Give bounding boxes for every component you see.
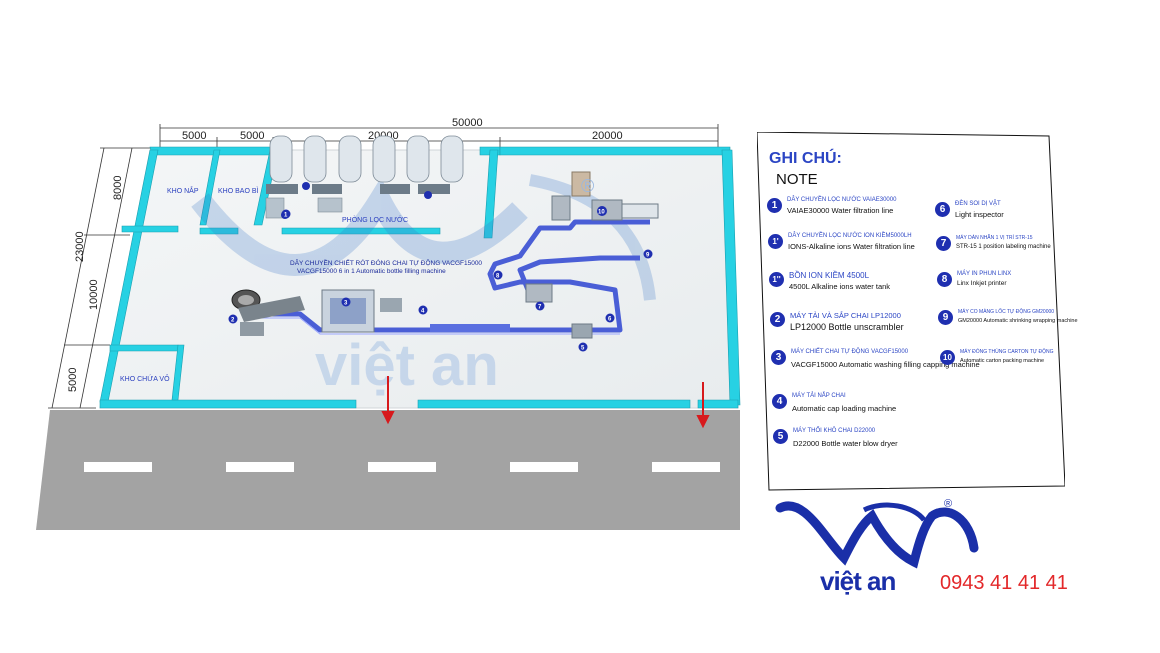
legend-label-vi: MÁY ĐÓNG THÙNG CARTON TỰ ĐỘNG: [960, 349, 1054, 355]
legend-label-en: D22000 Bottle water blow dryer: [793, 439, 898, 448]
legend-number: 1'': [769, 272, 784, 287]
bottle-unscrambler: [231, 289, 305, 336]
svg-text:6: 6: [608, 317, 612, 323]
brand-registered-mark: ®: [944, 498, 953, 510]
legend-label-en: 4500L Alkaline ions water tank: [789, 282, 891, 291]
dim-side-seg-2: 10000: [88, 279, 100, 310]
svg-text:1: 1: [284, 213, 288, 219]
svg-text:2: 2: [231, 318, 235, 324]
dim-side-seg-3: 5000: [67, 368, 79, 392]
legend-label-en: Automatic cap loading machine: [792, 404, 897, 413]
legend-number: 10: [940, 350, 955, 365]
legend-label-vi: MÁY CO MÀNG LỐC TỰ ĐỘNG GM20000: [958, 309, 1055, 315]
svg-text:3: 3: [344, 301, 348, 307]
legend-label-en: GM20000 Automatic shrinking wrapping mac…: [958, 318, 1078, 324]
legend-label-vi: MÁY CHIẾT CHAI TỰ ĐỘNG VACGF15000: [791, 349, 909, 355]
road-markings: [84, 462, 720, 472]
legend-label-vi: MÁY TẢI VÀ SẮP CHAI LP12000: [790, 311, 901, 320]
legend-label-en: Linx Inkjet printer: [957, 280, 1007, 287]
legend-number: 6: [935, 202, 950, 217]
legend-number: 4: [772, 394, 787, 409]
legend-number: 7: [936, 236, 951, 251]
filling-line-label-vi: DÂY CHUYỀN CHIẾT RÓT ĐÓNG CHAI TỰ ĐỘNG V…: [290, 257, 482, 267]
legend-label-vi: MÁY IN PHUN LINX: [957, 271, 1012, 277]
legend-label-en: IONS-Alkaline ions Water filtration line: [788, 242, 915, 251]
legend-subtitle: NOTE: [776, 171, 818, 188]
svg-text:9: 9: [646, 253, 650, 259]
svg-text:10: 10: [598, 210, 605, 216]
brand-wave-logo: [775, 501, 979, 569]
legend-number: 1': [768, 234, 783, 249]
legend-number: 8: [937, 272, 952, 287]
legend-label-vi: BỒN ION KIỀM 4500L: [789, 271, 870, 280]
legend-panel: GHI CHÚ: NOTE 1 DÂY CHUYỀN LỌC NƯỚC VAIA…: [757, 132, 1078, 494]
brand-logo-block: ® việt an 0943 41 41 41: [774, 498, 1068, 603]
legend-label-en: LP12000 Bottle unscrambler: [790, 322, 904, 332]
entrance-arrows: [381, 376, 710, 429]
plan-registered-mark: ®: [581, 176, 594, 196]
room-cap-storage: KHO NẮP: [167, 186, 199, 195]
filling-line-label-en: VACGF15000 6 in 1 Automatic bottle filli…: [297, 268, 446, 275]
svg-text:4: 4: [421, 309, 425, 315]
legend-label-en: STR-15 1 position labeling machine: [956, 244, 1051, 250]
conveyor-lines: [250, 219, 650, 333]
svg-text:7: 7: [538, 305, 542, 311]
room-packaging-storage: KHO BAO BÌ: [218, 186, 259, 195]
brand-phone: 0943 41 41 41: [940, 572, 1068, 594]
legend-label-en: Automatic carton packing machine: [960, 358, 1045, 364]
filtration-tanks: [265, 135, 464, 219]
top-dimension-lines: [159, 124, 719, 150]
legend-label-vi: DÂY CHUYỀN LỌC NƯỚC ION KIỀM5000LH: [788, 233, 912, 239]
filling-machine: [321, 289, 402, 333]
dim-top-seg-2: 5000: [240, 130, 264, 142]
svg-text:việt an: việt an: [315, 333, 499, 398]
dim-top-total: 50000: [452, 117, 483, 129]
legend-label-vi: MÁY TẢI NẮP CHAI: [792, 393, 846, 399]
legend-label-en: VACGF15000 Automatic washing filling cap…: [791, 360, 980, 369]
dim-top-seg-4: 20000: [592, 130, 623, 142]
legend-number: 3: [771, 350, 786, 365]
floor-watermark-logo: việt an: [191, 174, 656, 398]
legend-number: 9: [938, 310, 953, 325]
conveyor-rails: [250, 317, 620, 335]
legend-title: GHI CHÚ:: [769, 150, 842, 167]
dim-side-seg-1: 8000: [112, 176, 124, 200]
svg-text:5: 5: [581, 346, 585, 352]
legend-number: 1: [767, 198, 782, 213]
legend-label-en: Light inspector: [955, 210, 1004, 219]
legend-label-en: VAIAE30000 Water filtration line: [787, 206, 894, 215]
dim-top-seg-1: 5000: [182, 130, 206, 142]
station-markers: 1 2 3 4 5 6 7 8 9 10: [228, 206, 653, 352]
legend-number: 2: [770, 312, 785, 327]
legend-label-vi: DÂY CHUYỀN LỌC NƯỚC VAIAE30000: [787, 197, 897, 203]
legend-label-vi: MÁY THỔI KHÔ CHAI D22000: [793, 428, 876, 434]
side-dimension-lines: [48, 147, 150, 409]
legend-label-vi: MÁY DÁN NHÃN 1 VỊ TRÍ STR-15: [956, 235, 1033, 241]
brand-name: việt an: [820, 566, 896, 596]
legend-panel-border: [757, 132, 1065, 491]
room-bottle-storage: KHO CHỨA VỎ: [120, 374, 170, 383]
svg-text:8: 8: [496, 274, 500, 280]
dim-side-total: 23000: [74, 231, 86, 262]
factory-floor-plan: 50000 5000 5000 20000 20000 23000 8000 1…: [36, 117, 741, 530]
legend-number: 5: [773, 429, 788, 444]
legend-label-vi: ĐÈN SOI DỊ VẬT: [955, 201, 1001, 207]
room-water-filter: PHÒNG LỌC NƯỚC: [342, 215, 408, 224]
